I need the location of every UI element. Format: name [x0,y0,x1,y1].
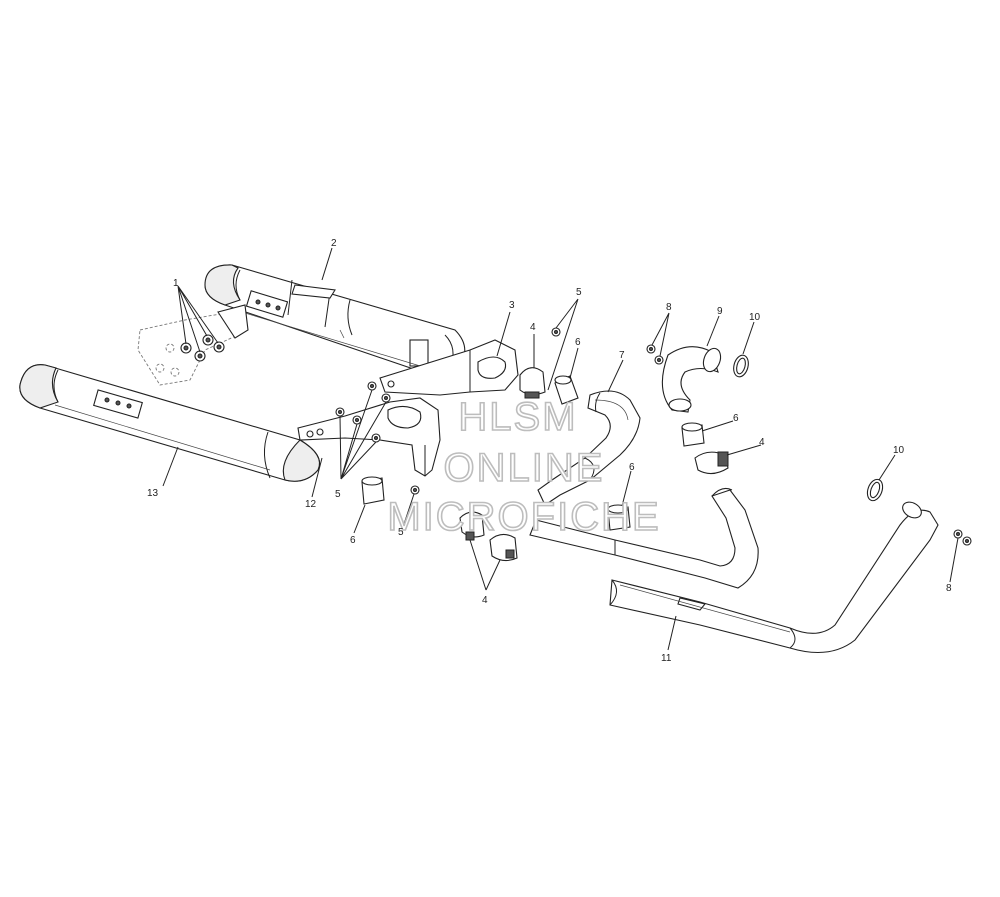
callout-8: 8 [666,302,672,313]
leader-lines [162,247,959,651]
callout-5: 5 [576,287,582,298]
callout-labels: 1 2 3 4 5 6 7 8 9 10 6 4 10 6 13 12 5 6 … [147,238,952,664]
hidden-mount-bracket [137,304,249,386]
callout-9: 9 [717,306,723,317]
callout-4: 4 [530,322,536,333]
bracket-12 [297,397,441,477]
gasket-sleeves [361,375,705,531]
callout-5-b: 5 [335,489,341,500]
nuts-group-5 [335,327,561,495]
callout-1: 1 [173,278,179,289]
callout-12: 12 [305,499,317,510]
callout-2: 2 [331,238,337,249]
callout-8-b: 8 [946,583,952,594]
watermark: HLSM ONLINE MICROFICHE [387,394,660,540]
callout-7: 7 [619,350,625,361]
callout-3: 3 [509,300,515,311]
gaskets [733,354,884,502]
callout-10-b: 10 [893,445,905,456]
callout-6-d: 6 [350,535,356,546]
watermark-line-3: MICROFICHE [387,495,660,539]
elbow-9 [661,346,722,413]
callout-4-c: 4 [482,595,488,606]
head-pipe-7 [537,390,641,506]
callout-13: 13 [147,488,159,499]
nuts-group-8 [646,344,972,546]
callout-11: 11 [661,653,672,664]
watermark-line-2: ONLINE [444,446,605,490]
callout-6-c: 6 [629,462,635,473]
clamps [459,367,729,562]
lower-muffler [19,364,321,482]
bracket-3 [379,339,519,396]
callout-5-c: 5 [398,527,404,538]
callout-4-b: 4 [759,437,765,448]
head-pipe-11 [529,488,939,653]
upper-muffler [204,264,466,379]
watermark-line-1: HLSM [458,395,577,439]
callout-6-b: 6 [733,413,739,424]
callout-6: 6 [575,337,581,348]
callout-10: 10 [749,312,761,323]
nuts-group-1 [180,334,225,362]
